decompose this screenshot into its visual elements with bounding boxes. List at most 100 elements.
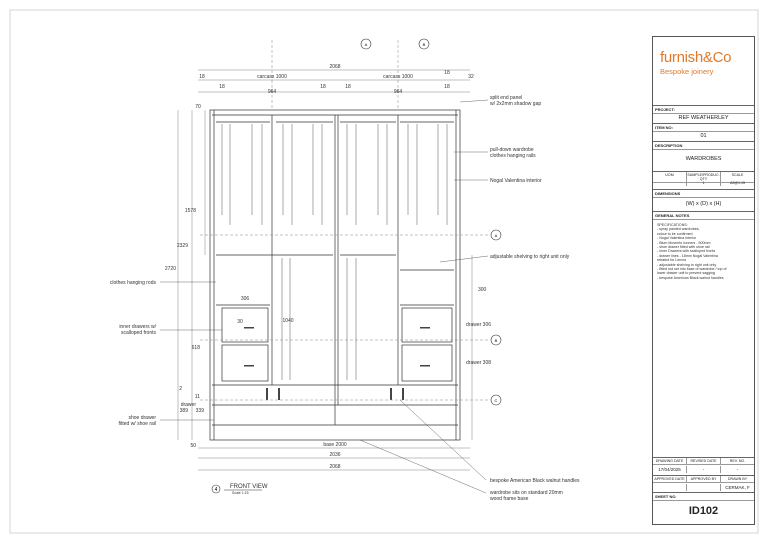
note-inner-drawers-2: scalloped fronts xyxy=(121,330,157,336)
rev-no: - xyxy=(736,467,739,472)
val-scale: A3@1:15 xyxy=(729,181,746,185)
spec-line: - shoe drawer fitted with shoe rail xyxy=(657,245,710,250)
wardrobe-outline xyxy=(209,109,461,441)
spec-title: SPECIFICATIONS: xyxy=(657,223,688,227)
dim-18d: 18 xyxy=(320,84,326,90)
note-pulldown: pull-down wardrobe xyxy=(490,147,534,153)
section-lines xyxy=(200,40,490,401)
dims-value: (W) x (D) x (H) xyxy=(685,201,722,207)
qty-value-row: 1 A3@1:15 xyxy=(653,180,754,186)
spec-line: - adjustable shelving to right unit only xyxy=(657,262,717,267)
spec-line: lower drawer unit to prevent sagging xyxy=(657,271,715,276)
dim-618: 618 xyxy=(192,345,201,351)
note-handles: bespoke American Black walnut handles xyxy=(490,478,580,484)
dim-overall-top: 2068 xyxy=(329,64,340,70)
marker-b-label: B xyxy=(423,42,426,47)
dim-2036: 2036 xyxy=(329,452,340,458)
spec-line: - spray painted wardrobes, xyxy=(657,227,700,232)
dim-1040: 1040 xyxy=(282,318,293,324)
item-value: 01 xyxy=(700,133,707,139)
spec-line: colour to be confirmed xyxy=(657,231,693,236)
drawn-by: CERMAK, F xyxy=(725,485,750,490)
dim-2720: 2720 xyxy=(165,266,176,272)
spec-line: - fitted rod set into base of wardrobe /… xyxy=(657,267,727,272)
qty-header-row: UOM SAMPLE/PRODUC. QTY SCALE xyxy=(653,171,754,183)
leader-lines xyxy=(160,99,489,494)
spec-line: rebated for Lemos xyxy=(657,258,687,263)
marker-c-side-label: C xyxy=(495,398,498,403)
note-base: wardrobe sits on standard 20mm xyxy=(490,490,563,496)
approved-by xyxy=(687,484,721,491)
item-label: ITEM NO: xyxy=(653,123,754,132)
note-split-end-2: w/ 2x2mm shadow gap xyxy=(490,101,541,107)
dims-label: DIMENSIONS xyxy=(653,189,754,198)
dim-964-right: 964 xyxy=(394,89,403,95)
dim-70: 70 xyxy=(195,104,201,110)
col-sample: SAMPLE/PRODUC. QTY xyxy=(687,172,721,182)
col-uom: UOM xyxy=(653,172,687,182)
sheet-number: ID102 xyxy=(688,505,719,517)
note-inner-drawers: inner drawers w/ xyxy=(119,324,156,330)
marker-a-side-label: A xyxy=(495,233,498,238)
dim-base: base 2000 xyxy=(323,442,347,448)
note-nogal: Nogal Valentina interior xyxy=(490,178,542,184)
desc-label: DESCRIPTION xyxy=(653,141,754,150)
notes-label: GENERAL NOTES xyxy=(653,211,754,220)
date-header-row: DRAWING DATE REVISED DATE REV. NO. xyxy=(653,457,754,465)
revised-date: - xyxy=(687,466,721,473)
drawing-date: 17/04/2025 xyxy=(653,466,687,473)
col-scale: SCALE xyxy=(731,173,744,177)
note-split-end: split end panel xyxy=(490,95,522,101)
val-qty: 1 xyxy=(687,180,721,186)
note-shoe-drawer: shoe drawer xyxy=(128,415,156,421)
dim-389: 389 xyxy=(180,408,189,414)
dim-1578: 1578 xyxy=(185,208,196,214)
dim-339: 339 xyxy=(196,408,205,414)
dim-30: 30 xyxy=(237,319,243,325)
dim-overall-bottom: 2068 xyxy=(329,464,340,470)
spec-line: - Nogal Valentina interior xyxy=(657,236,697,241)
note-clothes-rods: clothes hanging rods xyxy=(110,280,157,286)
dim-18a: 18 xyxy=(199,74,205,80)
note-pulldown-2: clothes hanging rails xyxy=(490,153,536,159)
approved-by-label: APPROVED BY xyxy=(687,476,721,482)
hanging-rods xyxy=(221,124,448,380)
walnut-handles xyxy=(244,327,430,400)
dim-carcass-right: carcass 1000 xyxy=(383,74,413,80)
rev-no-label: REV. NO. xyxy=(729,459,746,463)
title-block: furnish&Co Bespoke joinery PROJECT: REF … xyxy=(652,36,755,525)
dim-drawer-306: drawer 306 xyxy=(466,322,491,328)
sheet-border xyxy=(9,9,759,534)
drawn-by-label: DRAWN BY xyxy=(727,477,748,481)
val-uom xyxy=(653,180,687,186)
dim-drawer-left: drawer xyxy=(181,402,197,408)
dim-50: 50 xyxy=(190,443,196,449)
brand-tagline: Bespoke joinery xyxy=(660,67,714,76)
dim-18f: 18 xyxy=(444,84,450,90)
dim-964-left: 964 xyxy=(268,89,277,95)
view-title: FRONT VIEW xyxy=(230,484,268,490)
dim-2: 2 xyxy=(179,386,182,392)
specifications: SPECIFICATIONS: - spray painted wardrobe… xyxy=(657,223,751,280)
note-base-2: wood frame base xyxy=(490,496,529,502)
spec-line: - Blum Movento runners - 500mm xyxy=(657,240,711,245)
section-markers xyxy=(211,38,502,494)
dim-2329: 2329 xyxy=(177,243,188,249)
dim-32: 32 xyxy=(468,74,474,80)
approved-date-label: APPROVED DATE xyxy=(653,476,687,482)
drawing-date-label: DRAWING DATE xyxy=(653,458,687,464)
view-number: 4 xyxy=(215,487,218,493)
revised-date-label: REVISED DATE xyxy=(687,458,721,464)
note-shoe-drawer-2: fitted w/ shoe rail xyxy=(118,421,156,427)
brand-logo: furnish&Co xyxy=(660,49,732,66)
dim-carcass-left: carcass 1000 xyxy=(257,74,287,80)
dim-drawer-308: drawer 308 xyxy=(466,360,491,366)
project-value: REF WEATHERLEY xyxy=(678,115,729,121)
approval-value-row: CERMAK, F xyxy=(653,484,754,491)
marker-b-side-label: B xyxy=(495,338,498,343)
dim-300: 300 xyxy=(478,287,487,293)
dim-18c: 18 xyxy=(219,84,225,90)
dim-11: 11 xyxy=(195,394,200,400)
